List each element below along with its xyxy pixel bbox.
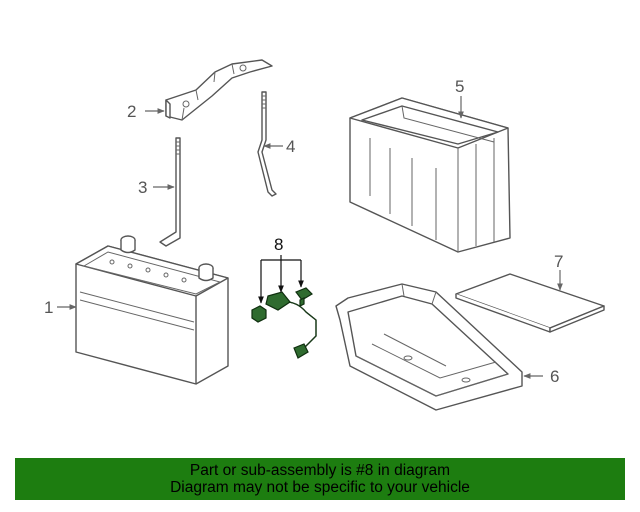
footer-banner: Part or sub-assembly is #8 in diagram Di… [15,458,625,500]
part-hold-down-rod-right [257,91,277,197]
footer-line-2: Diagram may not be specific to your vehi… [170,479,470,496]
callout-8-bracket [258,255,304,304]
part-battery-tray [335,283,523,411]
ground-bolt [295,287,313,307]
callout-1: 1 [44,298,53,317]
part-battery-mat [455,273,605,333]
parts-diagram: 1 2 3 4 5 6 7 8 [44,59,605,411]
part-battery [75,235,229,385]
callout-8: 8 [274,235,283,254]
footer-line-1: Part or sub-assembly is #8 in diagram [189,462,451,479]
callout-3: 3 [138,178,147,197]
part-hold-down-bracket [165,59,273,121]
part-ground-cable [251,287,317,359]
callout-5: 5 [455,77,464,96]
terminal-nut [251,305,267,323]
part-battery-box [349,97,511,253]
callout-2: 2 [127,102,136,121]
callout-6: 6 [550,367,559,386]
callout-4: 4 [286,137,295,156]
callout-7: 7 [554,252,563,271]
part-hold-down-rod-left [159,137,181,247]
